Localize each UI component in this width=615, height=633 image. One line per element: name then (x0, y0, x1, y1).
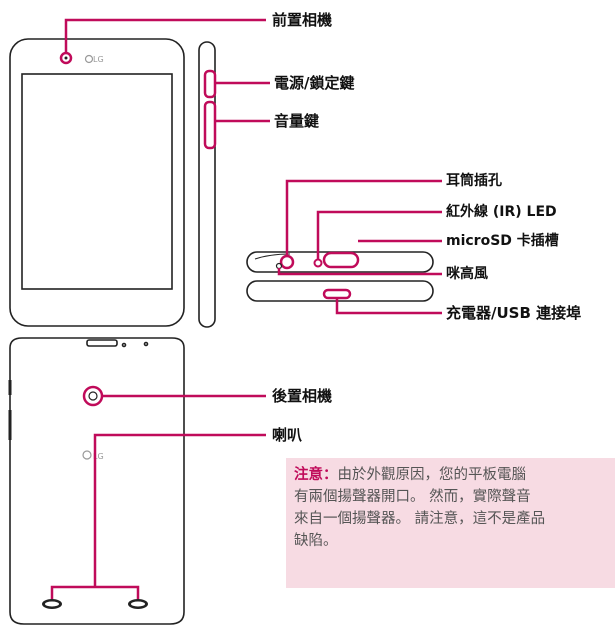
rear-camera-icon (82, 385, 104, 407)
note-box: 注意：由於外觀原因，您的平板電腦 有兩個揚聲器開口。 然而，實際聲音 來自一個揚… (286, 458, 615, 588)
speaker-left-icon (42, 599, 62, 609)
ir-led-icon (313, 258, 323, 268)
tablet-front-view (9, 38, 185, 327)
label-volume-key: 音量鍵 (274, 112, 320, 130)
note-line-1: 注意：由於外觀原因，您的平板電腦 (294, 464, 615, 486)
label-charger-usb-port: 充電器/USB 連接埠 (446, 304, 582, 322)
label-speaker: 喇叭 (272, 426, 303, 444)
note-line-3: 來自一個揚聲器。 請注意，這不是產品 (294, 511, 546, 527)
volume-key-icon (203, 100, 217, 150)
microphone-icon (275, 262, 283, 270)
label-earphone-jack: 耳筒插孔 (446, 173, 502, 189)
front-lg-logo-text: LG (93, 55, 104, 64)
label-rear-camera: 後置相機 (272, 387, 333, 405)
front-lg-logo: LG (93, 55, 104, 64)
power-lock-key-icon (203, 69, 217, 99)
label-power-lock-key: 電源/鎖定鍵 (274, 74, 355, 92)
back-lg-logo-text: LG (93, 452, 104, 461)
tablet-back-view (8, 337, 185, 625)
back-lg-logo: LG (93, 452, 104, 461)
note-line-2: 有兩個揚聲器開口。 然而，實際聲音 (294, 489, 531, 505)
label-front-camera: 前置相機 (272, 11, 333, 29)
speaker-right-icon (128, 599, 148, 609)
note-line-1-text: 由於外觀原因，您的平板電腦 (337, 467, 527, 483)
label-microphone: 咪高風 (446, 266, 488, 282)
microsd-slot-icon (322, 251, 360, 269)
note-line-4: 缺陷。 (294, 533, 338, 549)
note-lead: 注意： (294, 467, 338, 483)
callout-lines (50, 18, 442, 599)
tablet-top-edge-view (246, 251, 434, 273)
label-microsd-slot: microSD 卡插槽 (446, 233, 559, 249)
usb-port-icon (322, 288, 352, 300)
earphone-jack-icon (279, 254, 295, 270)
label-ir-led: 紅外線 (IR) LED (446, 204, 557, 220)
tablet-bottom-edge-view (246, 280, 434, 302)
tablet-side-view (198, 41, 216, 328)
front-camera-icon (59, 51, 73, 65)
